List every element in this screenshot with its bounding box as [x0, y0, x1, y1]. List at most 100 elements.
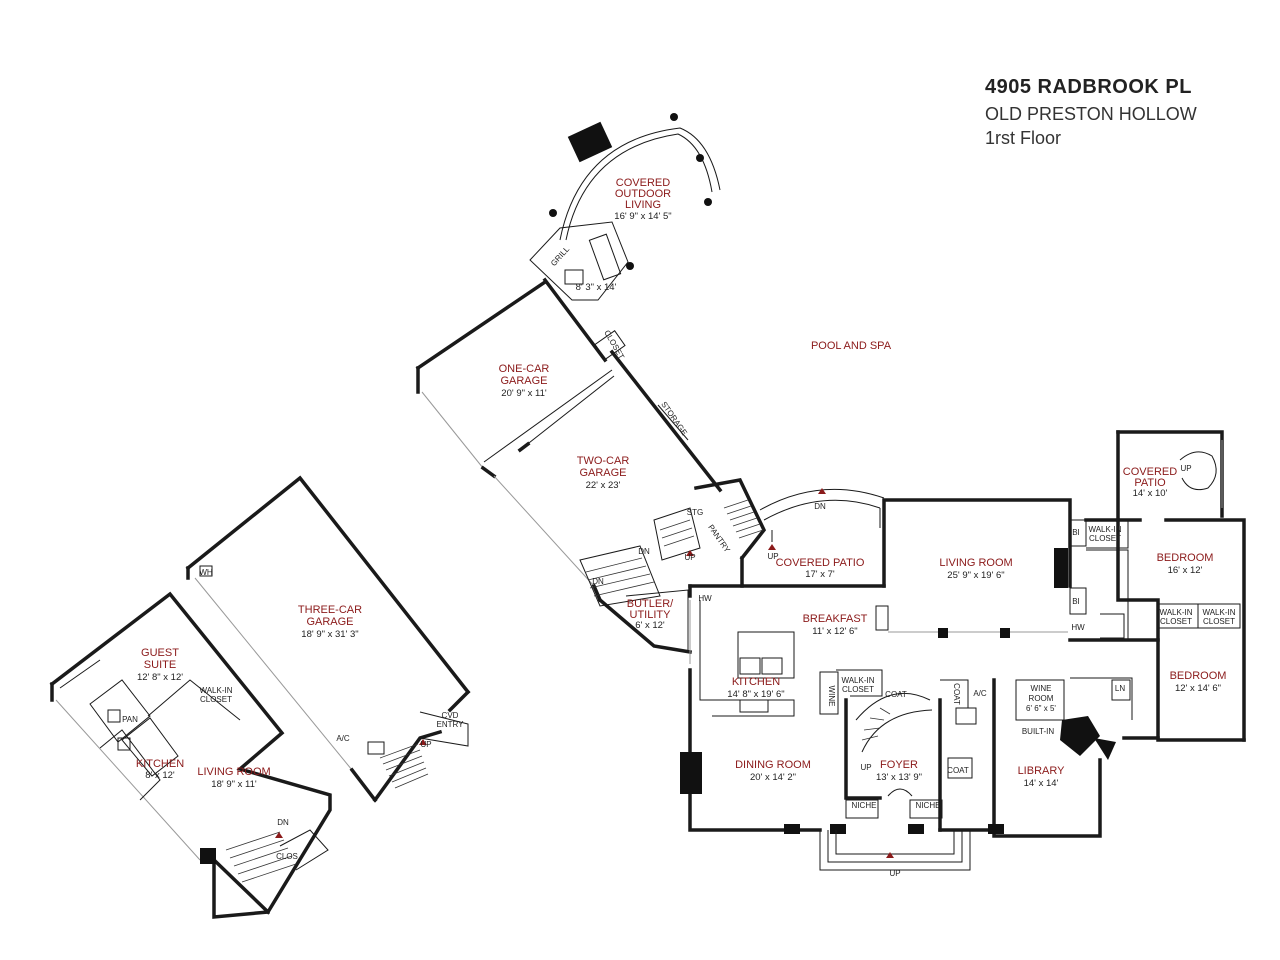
- room-labels: COVERED OUTDOOR LIVING 16' 9" x 14' 5" 8…: [136, 177, 1227, 790]
- room-name-covered-patio-east: COVERED: [1123, 466, 1177, 478]
- walk-in-closet-label-4a: WALK-IN: [841, 676, 874, 685]
- room-dims-guest-suite: 12' 8" x 12': [137, 672, 183, 683]
- stg-label: STG: [687, 508, 703, 517]
- room-dims-covered-patio-center: 17' x 7': [805, 569, 835, 580]
- room-name-butler-utility: BUTLER/: [627, 598, 674, 610]
- column-post: [549, 209, 557, 217]
- room-name-guest-suite: GUEST: [141, 647, 179, 659]
- svg-text:ROOM: ROOM: [1029, 694, 1054, 703]
- walk-in-closet-label-3a: WALK-IN: [1202, 608, 1235, 617]
- coat-label-1: COAT: [885, 690, 907, 699]
- room-dims-kitchen: 14' 8" x 19' 6": [727, 689, 784, 700]
- pantry-label: PANTRY: [706, 523, 732, 555]
- hw-label-utility: HW: [698, 594, 712, 603]
- cvd-entry-label-2: ENTRY: [437, 720, 465, 729]
- niche-label-1: NICHE: [852, 801, 877, 810]
- room-dims-foyer: 13' x 13' 9": [876, 772, 922, 783]
- walk-in-closet-label-5a: WALK-IN: [199, 686, 232, 695]
- three-car-garage-structure: [185, 475, 471, 803]
- room-dims-two-car-garage: 22' x 23': [586, 480, 621, 491]
- neighborhood-subtitle: OLD PRESTON HOLLOW: [985, 104, 1197, 124]
- dn-label-guest: DN: [277, 818, 289, 827]
- niche-label-2: NICHE: [916, 801, 941, 810]
- direction-arrows: [275, 488, 894, 858]
- column-post: [670, 113, 678, 121]
- room-dims-guest-kitchen: 8' x 12': [145, 770, 175, 781]
- room-dims-guest-living-room: 18' 9" x 11': [211, 779, 257, 790]
- room-name-covered-outdoor-living: COVERED: [616, 177, 670, 189]
- walk-in-closet-label-5b: CLOSET: [200, 695, 232, 704]
- up-label-spiral: UP: [1180, 464, 1191, 473]
- svg-text:SUITE: SUITE: [144, 659, 176, 671]
- pan-label: PAN: [122, 715, 138, 724]
- column-post: [696, 154, 704, 162]
- covered-outdoor-living-structure: [529, 113, 721, 363]
- fireplace-block: [567, 121, 613, 163]
- room-dims-covered-outdoor-living: 16' 9" x 14' 5": [614, 211, 671, 222]
- room-name-library: LIBRARY: [1018, 765, 1066, 777]
- room-dims-three-car-garage: 18' 9" x 31' 3": [301, 629, 358, 640]
- svg-text:GARAGE: GARAGE: [500, 375, 547, 387]
- room-dims-butler-utility: 6' x 12': [635, 620, 665, 631]
- up-label-entry: UP: [889, 869, 900, 878]
- room-name-two-car-garage: TWO-CAR: [577, 455, 630, 467]
- walk-in-closet-label-1b: CLOSET: [1089, 534, 1121, 543]
- room-dims-living-room: 25' 9" x 19' 6": [947, 570, 1004, 581]
- room-name-kitchen: KITCHEN: [732, 676, 780, 688]
- room-name-covered-patio-center: COVERED PATIO: [776, 557, 865, 569]
- svg-text:GARAGE: GARAGE: [306, 616, 353, 628]
- room-name-bedroom-2: BEDROOM: [1170, 670, 1227, 682]
- room-dims-bedroom-1: 16' x 12': [1168, 565, 1203, 576]
- svg-text:GARAGE: GARAGE: [579, 467, 626, 479]
- walk-in-closet-label-4b: CLOSET: [842, 685, 874, 694]
- svg-text:PATIO: PATIO: [1134, 477, 1166, 489]
- grill-label: GRILL: [549, 244, 572, 268]
- built-in-label: BUILT-IN: [1022, 727, 1055, 736]
- clos-label: CLOS: [276, 852, 298, 861]
- guest-suite-structure: [49, 591, 332, 919]
- svg-text:LIVING: LIVING: [625, 199, 661, 211]
- walk-in-closet-label-1a: WALK-IN: [1088, 525, 1121, 534]
- walk-in-closet-label-2a: WALK-IN: [1159, 608, 1192, 617]
- hw-label-living: HW: [1071, 623, 1085, 632]
- room-name-bedroom-1: BEDROOM: [1157, 552, 1214, 564]
- room-dims-covered-patio-east: 14' x 10': [1133, 488, 1168, 499]
- room-dims-bedroom-2: 12' x 14' 6": [1175, 683, 1221, 694]
- room-dims-library: 14' x 14': [1024, 778, 1059, 789]
- room-name-guest-living-room: LIVING ROOM: [197, 766, 270, 778]
- svg-text:UTILITY: UTILITY: [630, 609, 672, 621]
- room-name-living-room: LIVING ROOM: [939, 557, 1012, 569]
- pool-and-spa-label: POOL AND SPA: [811, 340, 892, 352]
- room-name-guest-kitchen: KITCHEN: [136, 758, 184, 770]
- room-dims-breakfast: 11' x 12' 6": [812, 626, 857, 637]
- ln-label: LN: [1115, 684, 1125, 693]
- bi-label-2: BI: [1072, 597, 1080, 606]
- wine-label: WINE: [827, 686, 836, 707]
- main-garage-structure: [415, 279, 767, 655]
- room-dims-wine-room: 6' 6" x 5': [1026, 704, 1056, 713]
- dn-label-utility: DN: [638, 547, 650, 556]
- ac-label-garage: A/C: [336, 734, 350, 743]
- ac-label-main: A/C: [973, 689, 987, 698]
- room-dims-one-car-garage: 20' 9" x 11': [501, 388, 547, 399]
- floor-label: 1rst Floor: [985, 128, 1062, 148]
- wh-label-garage: WH: [199, 568, 213, 577]
- dn-label-garage: DN: [592, 577, 604, 586]
- coat-label-2: COAT: [952, 683, 961, 705]
- cvd-entry-label-1: CVD: [442, 711, 459, 720]
- room-dims-dining-room: 20' x 14' 2": [750, 772, 796, 783]
- main-house-structure: [680, 430, 1246, 871]
- up-label-pantry: UP: [684, 553, 695, 562]
- room-name-breakfast: BREAKFAST: [803, 613, 868, 625]
- coat-label-3: COAT: [947, 766, 969, 775]
- up-label-patio: UP: [767, 552, 778, 561]
- column-post: [704, 198, 712, 206]
- walk-in-closet-label-3b: CLOSET: [1203, 617, 1235, 626]
- svg-text:OUTDOOR: OUTDOOR: [615, 188, 671, 200]
- address-title: 4905 RADBROOK PL: [985, 76, 1192, 98]
- up-label-foyer-stair: UP: [860, 763, 871, 772]
- room-name-three-car-garage: THREE-CAR: [298, 604, 362, 616]
- room-name-one-car-garage: ONE-CAR: [499, 363, 550, 375]
- walk-in-closet-label-2b: CLOSET: [1160, 617, 1192, 626]
